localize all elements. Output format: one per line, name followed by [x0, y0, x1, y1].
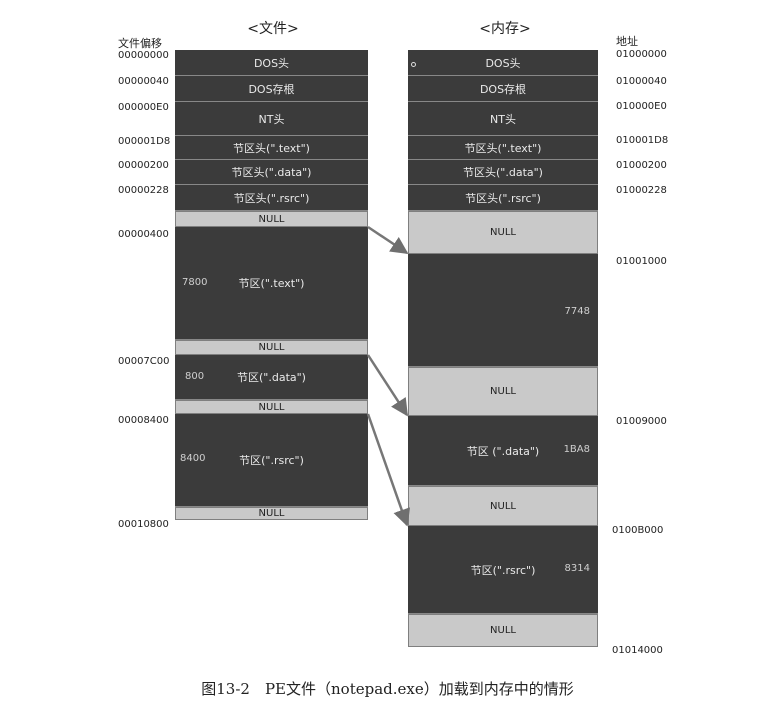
file-block-section-header-rsrc: 节区头(".rsrc")	[175, 185, 368, 211]
file-block-section-header-data: 节区头(".data")	[175, 160, 368, 185]
memory-address: 01001000	[616, 256, 667, 267]
mem-block-dos-header: DOS头	[408, 50, 598, 76]
file-block-null: NULL	[175, 340, 368, 355]
memory-address: 01000200	[616, 160, 667, 171]
arrow-data-section	[366, 354, 409, 417]
mem-block-section-rsrc: 8314 节区(".rsrc")	[408, 526, 598, 614]
mem-block-section-data: 1BA8 节区 (".data")	[408, 416, 598, 486]
mem-block-section-header-rsrc: 节区头(".rsrc")	[408, 185, 598, 211]
file-block-null: NULL	[175, 400, 368, 414]
memory-address: 01000000	[616, 49, 667, 60]
section-size: 8314	[564, 563, 590, 574]
memory-address: 01000228	[616, 185, 667, 196]
mem-block-dos-stub: DOS存根	[408, 76, 598, 102]
mem-block-nt-header: NT头	[408, 102, 598, 136]
file-offset: 00000228	[118, 185, 169, 196]
memory-address: 01000040	[616, 76, 667, 87]
file-offset: 000001D8	[118, 136, 171, 147]
file-block-dos-stub: DOS存根	[175, 76, 368, 102]
memory-address: 010000E0	[616, 101, 667, 112]
file-offset: 00000400	[118, 229, 169, 240]
file-block-section-text: 7800 节区(".text")	[175, 227, 368, 340]
file-offset: 00000040	[118, 76, 169, 87]
memory-address: 010001D8	[616, 135, 669, 146]
arrow-text-section	[367, 225, 409, 255]
mem-block-section-text: 7748	[408, 254, 598, 367]
file-offset-header: 文件偏移	[118, 37, 162, 50]
section-size: 8400	[180, 453, 206, 464]
file-column-title: <文件>	[247, 21, 299, 37]
mem-block-null: NULL	[408, 486, 598, 526]
section-size: 7748	[564, 306, 590, 317]
memory-column-title: <内存>	[479, 21, 531, 37]
section-size: 800	[185, 371, 205, 382]
dot-marker	[411, 62, 416, 67]
file-offset: 00000200	[118, 160, 169, 171]
arrow-rsrc-section	[366, 413, 411, 527]
file-offset: 000000E0	[118, 102, 169, 113]
file-block-nt-header: NT头	[175, 102, 368, 136]
file-offset: 00010800	[118, 519, 169, 530]
mem-block-section-header-text: 节区头(".text")	[408, 136, 598, 160]
file-block-section-data: 800 节区(".data")	[175, 355, 368, 400]
file-block-section-rsrc: 8400 节区(".rsrc")	[175, 414, 368, 507]
file-block-null: NULL	[175, 211, 368, 227]
address-header: 地址	[616, 35, 638, 48]
file-offset: 00007C00	[118, 356, 170, 367]
file-offset: 00000000	[118, 50, 169, 61]
mem-block-section-header-data: 节区头(".data")	[408, 160, 598, 185]
mem-block-null: NULL	[408, 367, 598, 416]
memory-address: 01014000	[612, 645, 663, 656]
file-block-null: NULL	[175, 507, 368, 520]
mem-block-null: NULL	[408, 211, 598, 254]
file-offset: 00008400	[118, 415, 169, 426]
file-block-section-header-text: 节区头(".text")	[175, 136, 368, 160]
file-block-dos-header: DOS头	[175, 50, 368, 76]
section-size: 7800	[182, 277, 208, 288]
mem-block-null: NULL	[408, 614, 598, 647]
memory-address: 01009000	[616, 416, 667, 427]
figure-caption: 图13-2 PE文件（notepad.exe）加载到内存中的情形	[201, 680, 574, 698]
section-size: 1BA8	[563, 444, 590, 455]
memory-address: 0100B000	[612, 525, 664, 536]
